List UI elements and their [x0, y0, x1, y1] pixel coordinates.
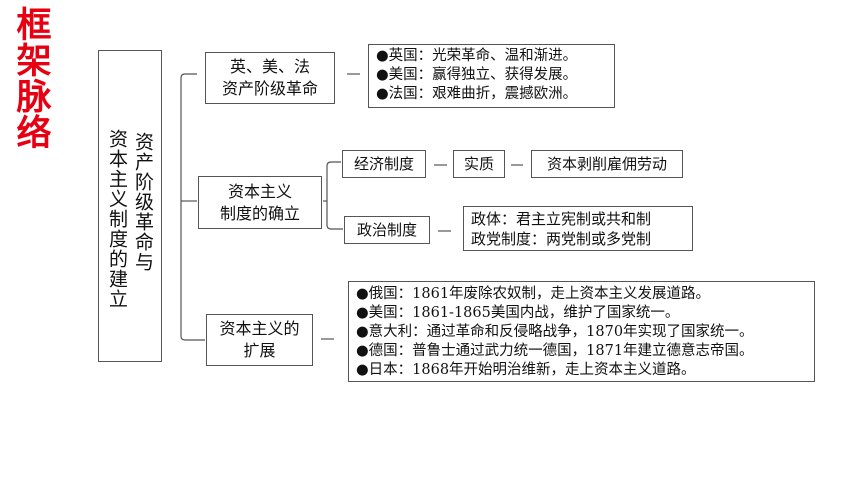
branch3-node: 资本主义的 扩展 [206, 314, 313, 366]
branch3-label-line: 资本主义的 [219, 319, 300, 338]
political-detail-item: 政体：君主立宪制或共和制 [471, 210, 652, 228]
economic-system-node: 经济制度 [342, 150, 426, 178]
branch3-details: ●俄国：1861年废除农奴制，走上资本主义发展道路。 ●美国：1861-1865… [348, 281, 815, 382]
side-title-char: 络 [16, 114, 52, 154]
side-title-char: 脉 [16, 78, 52, 118]
political-system-node: 政治制度 [344, 216, 430, 244]
branch1-details: ●英国：光荣革命、温和渐进。 ●美国：赢得独立、获得发展。 ●法国：艰难曲折，震… [368, 44, 615, 108]
branch1-node: 英、美、法 资产阶级革命 [205, 52, 335, 104]
side-title-char: 框 [16, 6, 52, 46]
essence-node: 实质 [453, 150, 505, 178]
root-node: 资产阶级革命与 资本主义制度的建立 [98, 50, 162, 362]
branch3-detail-item: ●德国：普鲁士通过武力统一德国，1871年建立德意志帝国。 [356, 343, 754, 359]
branch1-label-line: 资产阶级革命 [221, 79, 318, 98]
main-bracket-line [180, 73, 205, 341]
branch3-detail-item: ●日本：1868年开始明治维新，走上资本主义道路。 [356, 362, 696, 378]
side-title-char: 架 [16, 42, 52, 82]
branch3-label-line: 扩展 [243, 341, 276, 360]
political-details: 政体：君主立宪制或共和制 政党制度：两党制或多党制 [463, 206, 693, 251]
branch1-label-line: 英、美、法 [229, 57, 310, 76]
branch1-detail-item: ●法国：艰难曲折，震撼欧洲。 [376, 86, 578, 102]
branch3-detail-item: ●意大利：通过革命和反侵略战争，1870年实现了国家统一。 [356, 324, 754, 340]
root-text-col2: 资产阶级革命与 [132, 132, 154, 272]
political-detail-item: 政党制度：两党制或多党制 [471, 230, 652, 248]
branch3-detail-item: ●美国：1861-1865美国内战，维护了国家统一。 [356, 305, 680, 321]
side-title: 框 架 脉 络 [14, 8, 54, 152]
root-text-col1: 资本主义制度的建立 [106, 129, 128, 309]
branch1-detail-item: ●美国：赢得独立、获得发展。 [376, 67, 578, 83]
branch2-label-line: 制度的确立 [219, 203, 300, 223]
branch2-node: 资本主义 制度的确立 [198, 176, 322, 229]
branch2-sub-bracket [326, 161, 343, 230]
branch2-label-line: 资本主义 [227, 181, 292, 201]
branch1-detail-item: ●英国：光荣革命、温和渐进。 [376, 48, 578, 64]
branch3-detail-item: ●俄国：1861年废除农奴制，走上资本主义发展道路。 [356, 286, 711, 302]
essence-value-node: 资本剥削雇佣劳动 [531, 150, 683, 178]
